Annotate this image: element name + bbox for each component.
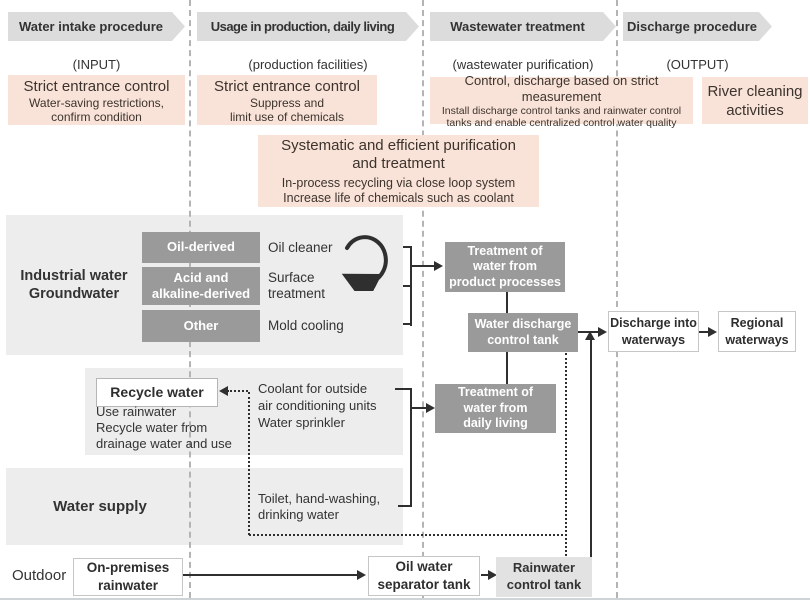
dotted-return-vertical-right — [565, 353, 567, 556]
connector-rainwater-to-separator — [183, 574, 358, 576]
note-intake-control: Strict entrance control Water-saving res… — [8, 75, 185, 125]
note-title: Strict entrance control — [23, 77, 170, 95]
note-body: Water-saving restrictions, confirm condi… — [29, 95, 164, 124]
note-purification: Systematic and efficient purification an… — [258, 135, 539, 207]
subtitle-output: (OUTPUT) — [666, 56, 729, 72]
dotted-return-vertical-left — [248, 392, 250, 535]
bottom-border — [0, 598, 810, 600]
regional-waterways-box: Regional waterways — [718, 311, 796, 352]
arrowhead-right-icon — [488, 570, 497, 580]
connector-stub-surface — [403, 285, 412, 287]
arrowhead-right-icon — [426, 403, 435, 413]
source-tag-other: Other — [142, 310, 260, 342]
connector-daily-to-tank — [506, 352, 508, 384]
rainwater-control-tank-box: Rainwater control tank — [496, 557, 592, 597]
note-title: Strict entrance control — [214, 77, 360, 95]
arrowhead-left-icon — [219, 386, 228, 396]
outdoor-label: Outdoor — [12, 567, 67, 584]
recycle-loop-icon — [341, 235, 388, 291]
toilet-text: Toilet, hand-washing, drinking water — [258, 491, 381, 522]
discharge-into-waterways-box: Discharge into waterways — [608, 311, 699, 352]
dotted-return-horizontal — [249, 534, 567, 536]
industrial-water-label: Industrial water Groundwater — [20, 268, 128, 302]
source-tag-oil-derived: Oil-derived — [142, 232, 260, 263]
dotted-return-to-recycle — [227, 390, 248, 392]
treatment-product-box: Treatment of water from product processe… — [445, 242, 565, 292]
connector-stub-mold — [403, 323, 412, 325]
recycle-water-box: Recycle water — [96, 378, 218, 407]
note-title: Systematic and efficient purification an… — [281, 136, 516, 172]
connector-to-daily-treatment — [410, 407, 427, 409]
note-usage-control: Strict entrance control Suppress and lim… — [197, 75, 377, 125]
recycle-body-text: Use rainwater Recycle water from drainag… — [96, 404, 232, 451]
arrowhead-right-icon — [434, 261, 443, 271]
oil-water-separator-box: Oil water separator tank — [368, 556, 480, 596]
water-supply-label: Water supply — [53, 498, 147, 515]
header-water-intake: Water intake procedure — [8, 12, 185, 41]
arrowhead-up-icon — [585, 331, 595, 340]
header-wastewater-treatment: Wastewater treatment — [430, 12, 616, 41]
connector-product-to-tank — [506, 292, 508, 313]
arrowhead-right-icon — [708, 327, 717, 337]
note-title: Control, discharge based on strict measu… — [464, 72, 659, 104]
source-tag-acid-alkaline: Acid and alkaline-derived — [142, 267, 260, 305]
connector-separator-to-raintank — [481, 574, 489, 576]
header-usage-production: Usage in production, daily living — [197, 12, 419, 41]
arrowhead-right-icon — [357, 570, 366, 580]
use-oil-cleaner: Oil cleaner — [268, 239, 333, 255]
water-supply-panel — [6, 468, 403, 545]
connector-raintank-up — [590, 340, 592, 557]
column-separator-2 — [422, 0, 424, 598]
note-body: In-process recycling via close loop syst… — [281, 175, 516, 205]
note-body: Suppress and limit use of chemicals — [229, 95, 345, 124]
water-discharge-control-tank-box: Water discharge control tank — [468, 313, 578, 352]
note-title: River cleaning activities — [707, 82, 803, 119]
on-premises-rainwater-box: On-premises rainwater — [73, 558, 183, 596]
connector-daily-collector — [410, 388, 412, 507]
header-discharge-procedure: Discharge procedure — [623, 12, 772, 41]
connector-to-product-treatment — [410, 265, 436, 267]
connector-bracket — [410, 246, 412, 326]
subtitle-input: (INPUT) — [72, 56, 121, 72]
connector-coolant-stub — [395, 388, 411, 390]
column-separator-3 — [616, 0, 618, 598]
use-surface-treatment: Surface treatment — [268, 270, 326, 301]
note-measurement-control: Control, discharge based on strict measu… — [430, 73, 693, 129]
use-mold-cooling: Mold cooling — [268, 318, 344, 333]
connector-toilet-stub — [398, 505, 411, 507]
note-body: Install discharge control tanks and rain… — [441, 104, 682, 129]
note-river-cleaning: River cleaning activities — [702, 77, 808, 124]
arrowhead-right-icon — [598, 327, 607, 337]
coolant-text: Coolant for outside air conditioning uni… — [258, 381, 377, 430]
subtitle-wastewater-purification: (wastewater purification) — [452, 56, 594, 72]
subtitle-production-facilities: (production facilities) — [248, 56, 368, 72]
treatment-daily-box: Treatment of water from daily living — [435, 384, 556, 433]
connector-stub-oil — [403, 246, 412, 248]
connector-discharge-to-regional — [699, 331, 710, 333]
